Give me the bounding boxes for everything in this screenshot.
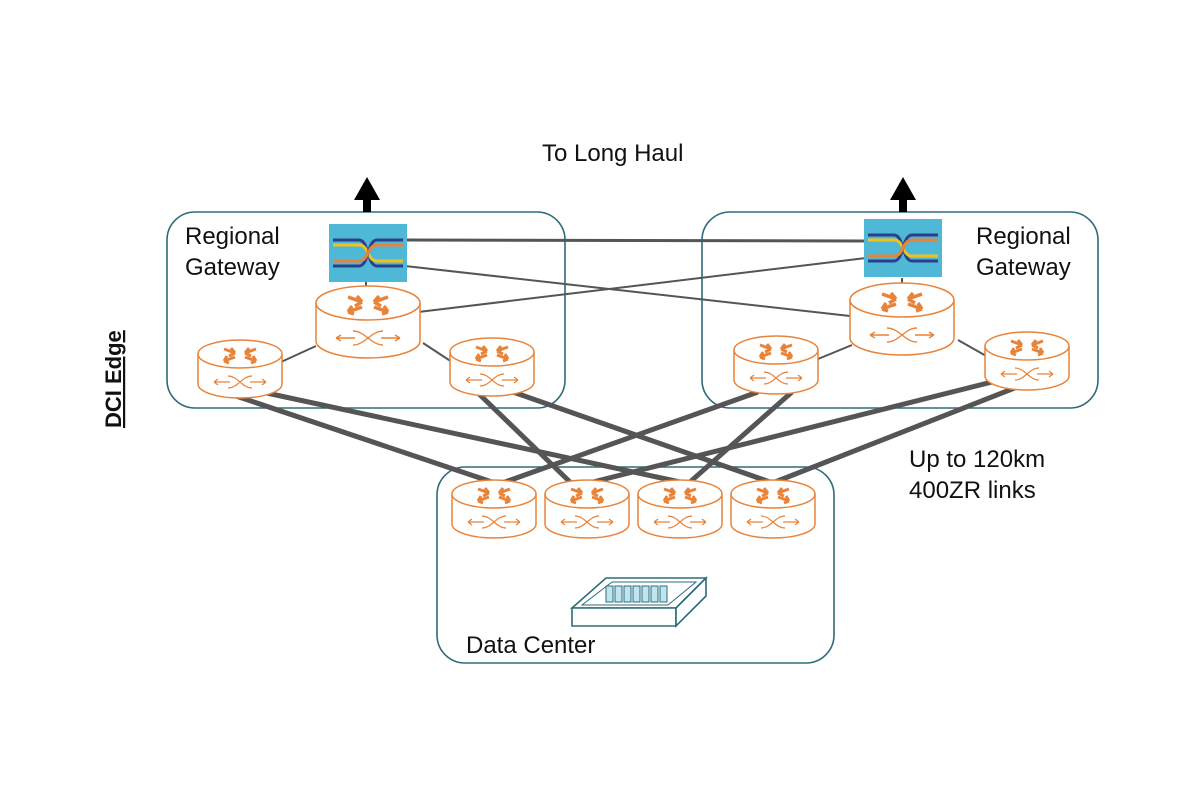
arrow-up-icon (354, 177, 380, 212)
links-label-line1: Up to 120km (909, 446, 1045, 473)
links-label-line2: 400ZR links (909, 477, 1036, 504)
left-gateway-label-line1: Regional (185, 223, 280, 250)
long-haul-label: To Long Haul (542, 140, 683, 167)
router-icon (314, 284, 422, 360)
router-icon (636, 478, 724, 540)
dci-edge-label: DCI Edge (101, 330, 126, 428)
router-icon (196, 338, 284, 400)
router-icon (448, 336, 536, 398)
optical-switch-icon (862, 217, 944, 279)
right-gateway-label-line1: Regional (976, 223, 1071, 250)
router-icon (729, 478, 817, 540)
router-icon (543, 478, 631, 540)
data-center-label: Data Center (466, 632, 595, 659)
zr-links (229, 377, 1031, 485)
left-gateway-label-line2: Gateway (185, 254, 280, 281)
server-rack-icon (569, 576, 708, 628)
router-icon (848, 281, 956, 357)
router-icon (450, 478, 538, 540)
gateway-links (280, 238, 989, 363)
arrow-up-icon (890, 177, 916, 212)
right-gateway-label-line2: Gateway (976, 254, 1071, 281)
data-center-region (436, 466, 835, 664)
router-icon (983, 330, 1071, 392)
router-icon (732, 334, 820, 396)
optical-switch-icon (327, 222, 409, 284)
